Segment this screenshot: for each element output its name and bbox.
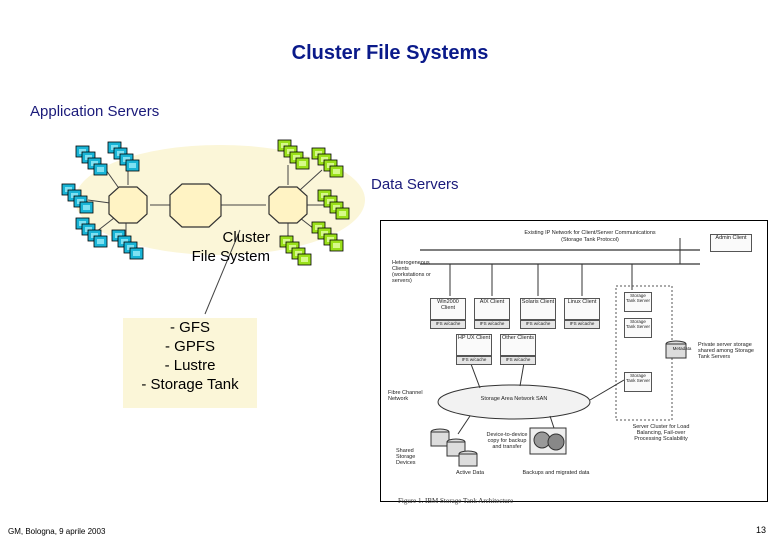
cluster-file-system-line1: Cluster xyxy=(222,229,270,246)
application-servers-label: Application Servers xyxy=(30,103,160,120)
figure-ifs-cache: IFS w/cache xyxy=(474,320,510,329)
filesystem-list: - GFS - GPFS - Lustre - Storage Tank xyxy=(123,318,257,408)
figure-admin-client: Admin Client xyxy=(710,234,752,252)
figure-client-hpux: HP UX Client xyxy=(456,334,492,356)
figure-san-label: Storage Area Network SAN xyxy=(480,396,548,402)
cluster-hub-right xyxy=(268,186,308,224)
figure-shared-storage-label: Shared Storage Devices xyxy=(396,448,416,466)
figure-private-server-label: Private server storage shared among Stor… xyxy=(698,342,754,360)
figure-server-cluster-label: Server Cluster for Load Balancing, Fail-… xyxy=(632,424,690,442)
figure-client-other: Other Clients xyxy=(500,334,536,356)
data-servers-label: Data Servers xyxy=(371,176,459,193)
page-title: Cluster File Systems xyxy=(291,42,489,64)
figure-ifs-cache: IFS w/cache xyxy=(430,320,466,329)
filesystem-item-lustre: - Lustre xyxy=(164,357,216,374)
figure-network-label: Existing IP Network for Client/Server Co… xyxy=(524,230,656,236)
figure-client-linux: Linux Client xyxy=(564,298,600,320)
filesystem-item-gpfs: - GPFS xyxy=(164,338,215,355)
figure-ifs-cache: IFS w/cache xyxy=(456,356,492,365)
figure-active-data-label: Active Data xyxy=(455,470,485,476)
figure-fibre-label: Fibre Channel Network xyxy=(388,390,423,402)
cluster-file-system-line2: File System xyxy=(191,248,270,265)
figure-storage-tank-server: Storage Tank Server xyxy=(624,318,652,338)
figure-client-win2000: Win2000 Client xyxy=(430,298,466,320)
figure-client-aix: AIX Client xyxy=(474,298,510,320)
application-server-stack xyxy=(75,145,108,176)
figure-protocol-label: (Storage Tank Protocol) xyxy=(561,237,619,243)
cluster-file-system-label: Cluster File System xyxy=(150,228,270,266)
filesystem-item-gfs: - GFS xyxy=(170,319,210,336)
footer-text: GM, Bologna, 9 aprile 2003 xyxy=(8,527,106,536)
figure-client-solaris: Solaris Client xyxy=(520,298,556,320)
figure-storage-tank-server: Storage Tank Server xyxy=(624,292,652,312)
figure-metadata-label: Metadata xyxy=(672,346,692,351)
figure-caption: Figure 1. IBM Storage Tank Architecture xyxy=(398,497,514,505)
storage-tank-architecture-figure: Existing IP Network for Client/Server Co… xyxy=(380,220,768,502)
filesystem-item-storage-tank: - Storage Tank xyxy=(141,376,239,393)
figure-heterogeneous-label: Heterogeneous Clients (workstations or s… xyxy=(392,260,431,284)
figure-backups-label: Backups and migrated data xyxy=(522,470,590,476)
page-number: 13 xyxy=(756,525,767,535)
figure-storage-tank-server: Storage Tank Server xyxy=(624,372,652,392)
figure-ifs-cache: IFS w/cache xyxy=(564,320,600,329)
figure-device-copy-label: Device-to-device copy for backup and tra… xyxy=(486,432,528,450)
figure-lines xyxy=(380,220,768,502)
cluster-hub-left xyxy=(108,186,148,224)
figure-ifs-cache: IFS w/cache xyxy=(500,356,536,365)
cluster-hub-center xyxy=(169,183,222,228)
figure-ifs-cache: IFS w/cache xyxy=(520,320,556,329)
